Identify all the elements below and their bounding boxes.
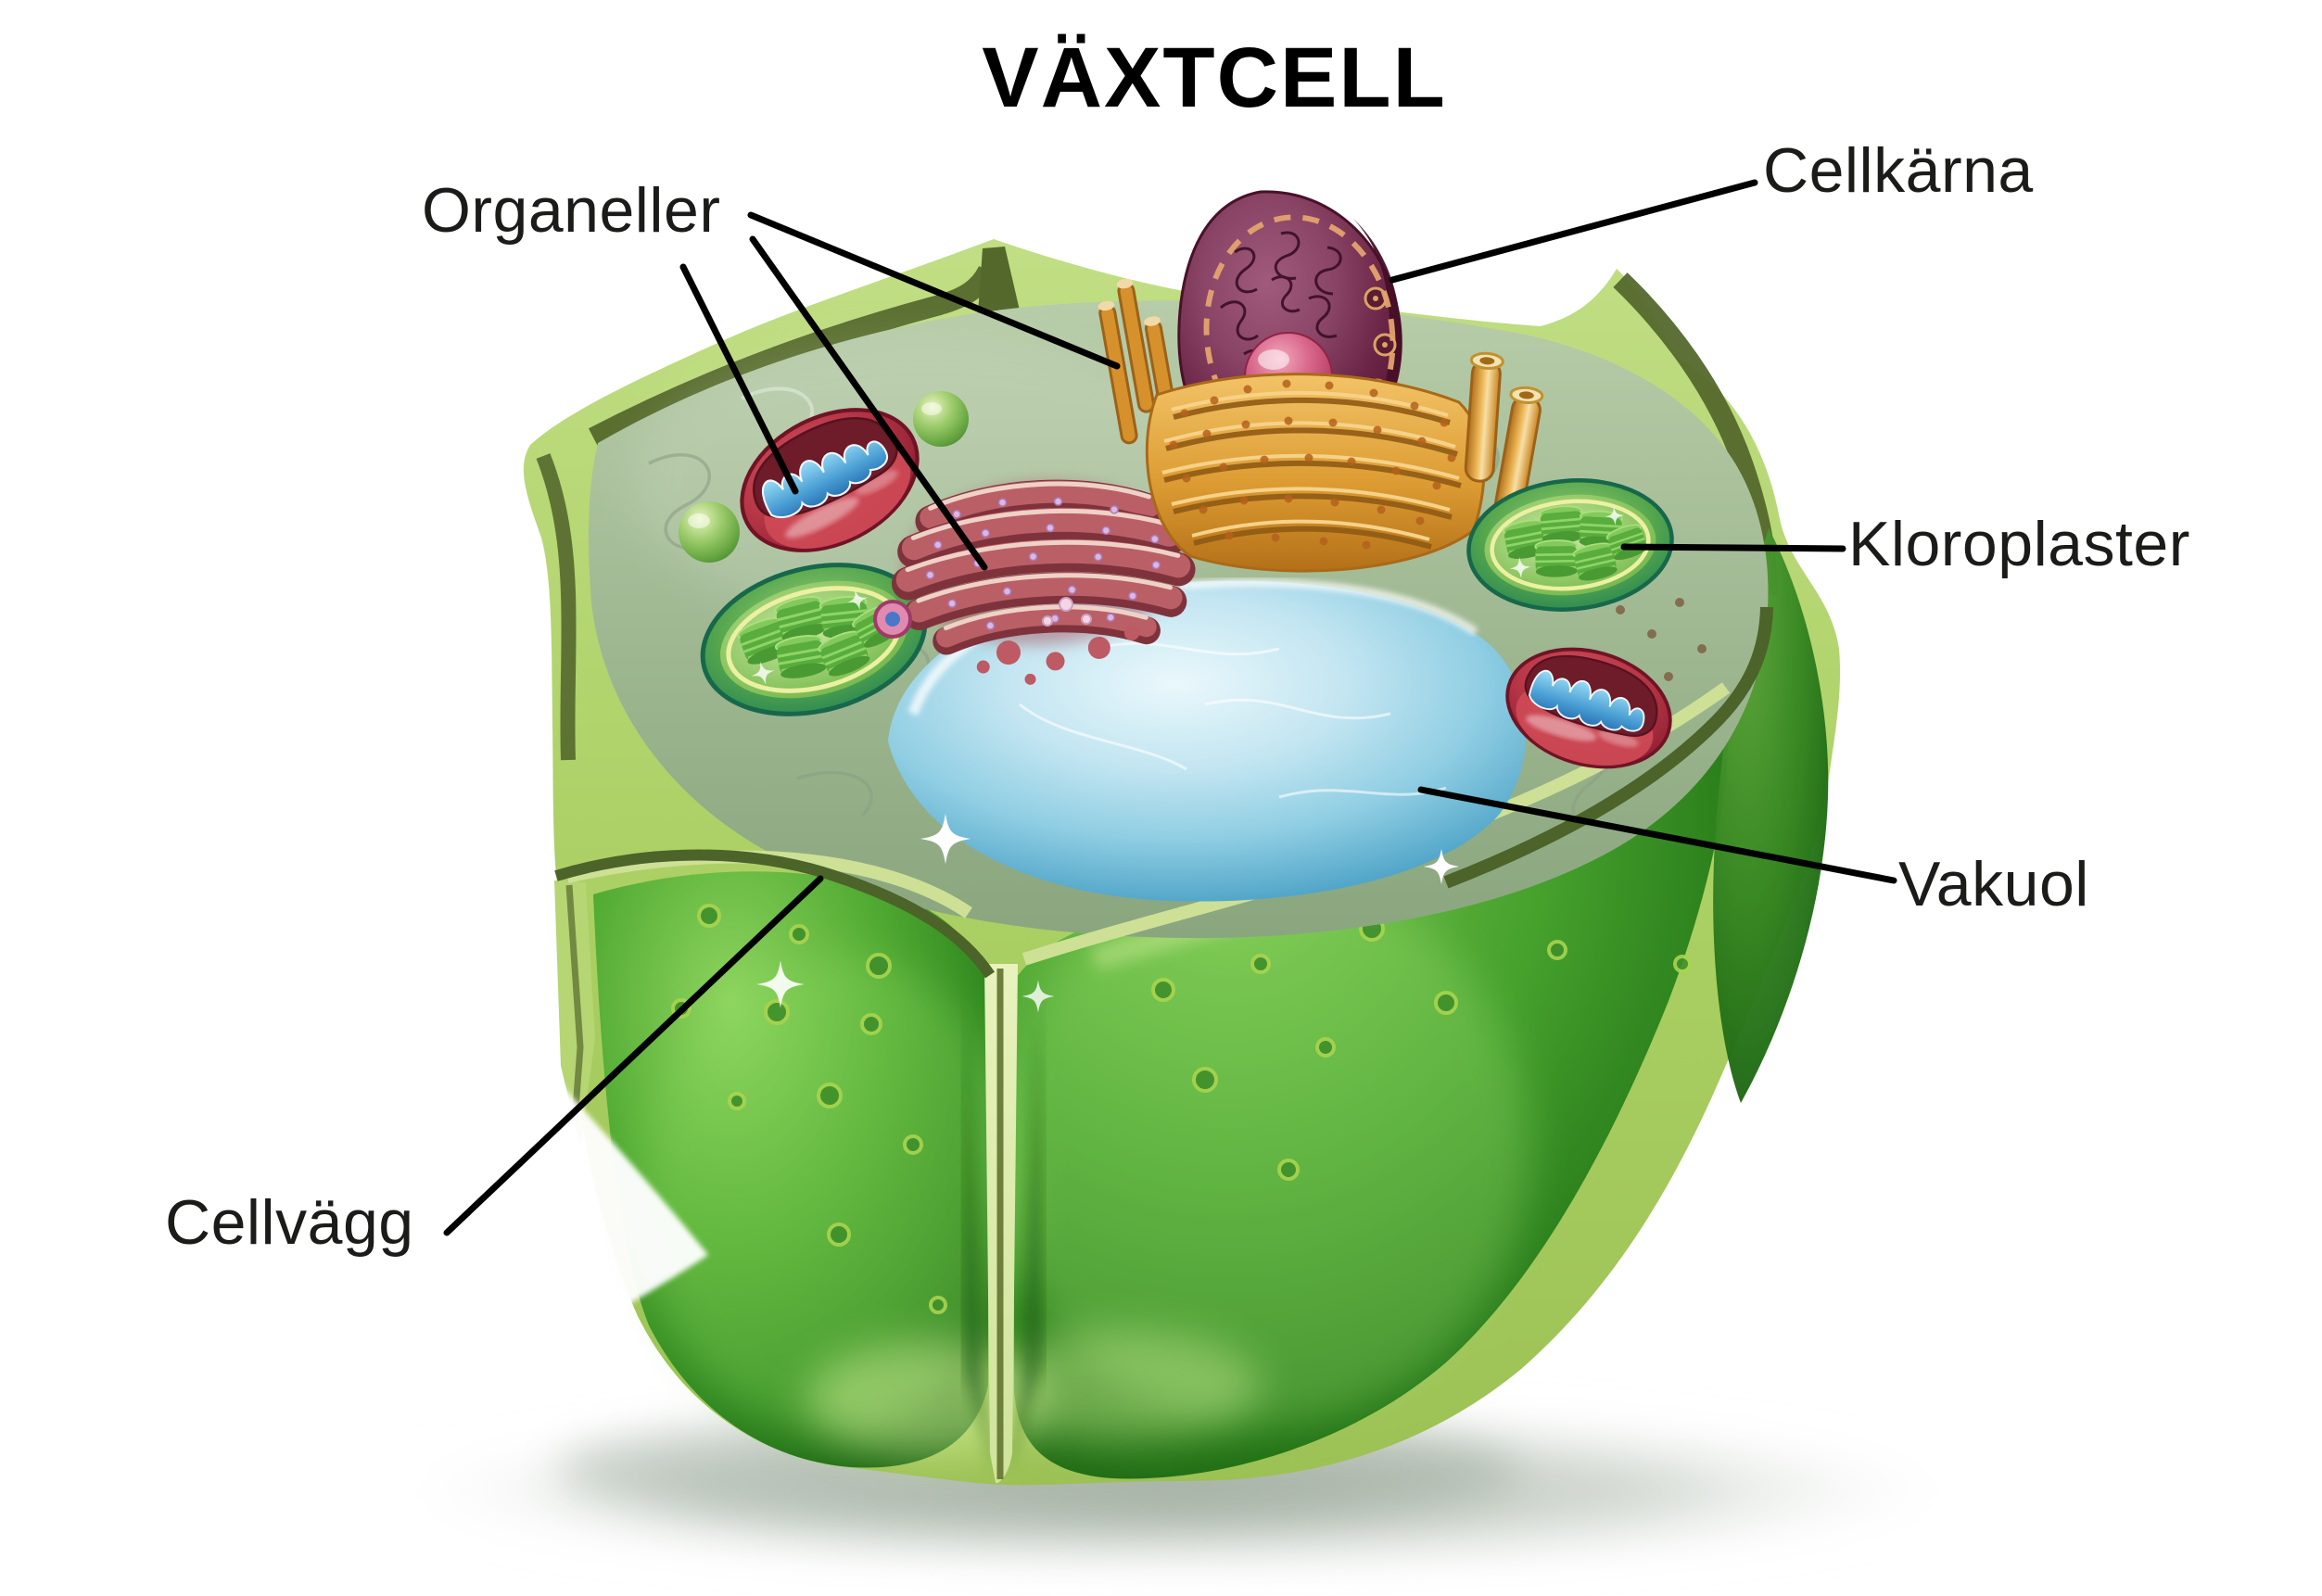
organeller-mitochondrion-leader-line [679, 263, 799, 495]
wall-channel-top-left [588, 265, 997, 447]
vakuol-leader-line [1417, 786, 1897, 884]
vesicle-sphere-left [679, 501, 740, 563]
organeller-er-leader-line [747, 211, 1121, 370]
front-groove [964, 964, 1043, 1484]
label-cellvagg: Cellvägg [165, 1187, 414, 1258]
vesicle-small [873, 600, 912, 639]
er-ribosomes [1169, 379, 1456, 550]
label-kloroplaster: Kloroplaster [1848, 509, 2190, 579]
golgi-vesicle-dots [925, 497, 1161, 630]
vesicle-pearls [1042, 597, 1092, 627]
wall-channel-left [536, 453, 577, 761]
nuclear-envelope [1203, 214, 1396, 457]
organeller-golgi-leader-line [749, 235, 988, 571]
diagram-title: VÄXTCELL [982, 31, 1447, 125]
cellvagg-leader-line [443, 875, 824, 1236]
cellkarna-leader-line [1389, 179, 1758, 284]
wall-junction-top [977, 247, 1023, 326]
wall-gap-wedge [556, 1080, 708, 1327]
leader-lines [443, 179, 1897, 1236]
golgi-apparatus [891, 479, 1196, 685]
wall-pores [671, 875, 1692, 1314]
golgi-drips [976, 626, 1140, 685]
kloroplaster-leader-line [1620, 543, 1846, 552]
wall-strip-left [554, 880, 595, 1147]
label-vakuol: Vakuol [1898, 849, 2089, 919]
label-cellkarna: Cellkärna [1763, 135, 2034, 206]
vesicle-sphere-top [913, 391, 969, 447]
label-organeller: Organeller [422, 175, 721, 246]
